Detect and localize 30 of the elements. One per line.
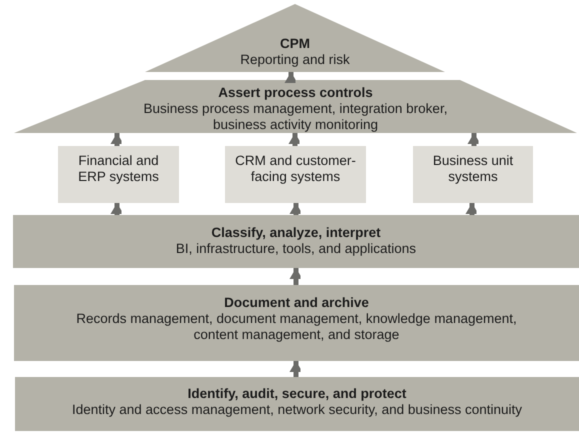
arrow xyxy=(288,133,302,146)
system-label: Financial and ERP systems xyxy=(77,153,160,185)
arrow xyxy=(468,133,480,146)
system-box xyxy=(58,146,179,203)
arrow xyxy=(290,268,302,285)
arrow xyxy=(290,361,302,377)
roof-triangle xyxy=(145,4,445,72)
layer-description: Reporting and risk xyxy=(240,52,350,68)
system-label: CRM and customer-facing systems xyxy=(235,153,356,185)
layer-description: Identity and access management, network security, and business continuity xyxy=(72,402,522,418)
layer-heading: Identify, audit, secure, and protect xyxy=(188,386,406,402)
arrow xyxy=(110,203,124,215)
arrow xyxy=(110,133,124,146)
layer-description: Business process management, integration broker, business activity monitoring xyxy=(142,101,448,133)
layer-band xyxy=(15,377,579,431)
layer-band xyxy=(13,215,579,268)
layer-trapezoid xyxy=(14,80,577,133)
layer-heading: Assert process controls xyxy=(218,85,373,101)
layer-heading: Classify, analyze, interpret xyxy=(211,225,381,241)
layer-description: BI, infrastructure, tools, and applications xyxy=(176,241,416,257)
layer-heading: CPM xyxy=(280,36,310,52)
layer-heading: Document and archive xyxy=(224,295,369,311)
arrow xyxy=(284,72,298,83)
system-box xyxy=(225,146,366,203)
arrow xyxy=(290,203,302,215)
arrow xyxy=(466,203,478,215)
system-label: Business unit systems xyxy=(432,153,514,185)
layer-description: Records management, document management, knowledge management, content management, and storage xyxy=(75,311,518,343)
system-box xyxy=(413,146,533,203)
layer-band xyxy=(14,285,579,361)
